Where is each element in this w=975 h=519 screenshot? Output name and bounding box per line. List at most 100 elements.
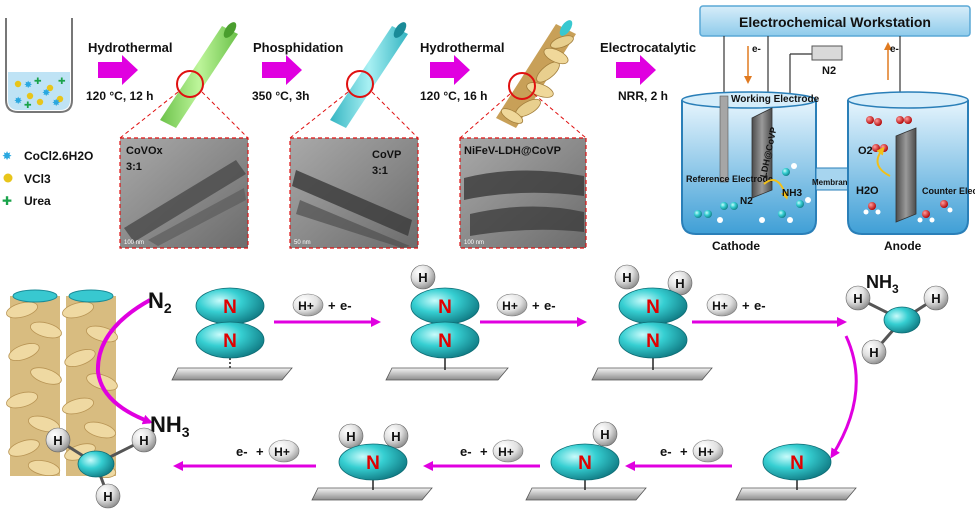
stage7-h1: H bbox=[338, 423, 364, 449]
n-atom-label: N bbox=[438, 331, 452, 352]
reference-electrode-label: Reference Electrode bbox=[686, 174, 773, 184]
released-nh3-h0: H bbox=[845, 285, 871, 311]
nh3-product: NH3 bbox=[150, 412, 190, 440]
counter-electrode-label: Counter Electrode bbox=[922, 186, 975, 196]
h-atom-label: H bbox=[346, 429, 355, 444]
hplus-label: H+ bbox=[498, 445, 514, 459]
reaction-6-electron: e- bbox=[236, 444, 248, 459]
reaction-5-hplus: H+ bbox=[492, 439, 524, 463]
ldh-covp-nanowire bbox=[496, 20, 576, 128]
working-electrode-label: Working Electrode bbox=[731, 94, 820, 105]
legend-urea: Urea bbox=[24, 194, 51, 208]
final-nh3-h2: H bbox=[95, 483, 121, 509]
tem-scale-covp: 50 nm bbox=[294, 240, 311, 246]
n-atom-label: N bbox=[646, 297, 660, 318]
reaction-5-plus: + bbox=[480, 444, 488, 459]
plate-3 bbox=[591, 367, 713, 381]
legend-cocl2: CoCl2.6H2O bbox=[24, 149, 93, 163]
precursor-legend: ✸ CoCl2.6H2O VCl3 ✚ Urea bbox=[2, 149, 93, 208]
stage6-n: N bbox=[550, 443, 620, 481]
reaction-3-electron: e- bbox=[754, 298, 766, 313]
reaction-2-electron: e- bbox=[544, 298, 556, 313]
stage1-n-bottom: N bbox=[195, 321, 265, 359]
cathode-label: Cathode bbox=[712, 239, 760, 253]
tem-label-covox: CoVOx bbox=[126, 145, 164, 157]
final-nh3 bbox=[77, 450, 115, 478]
cathode-beaker: Working Electrode LDH@CoVP Reference Ele… bbox=[681, 91, 820, 235]
zoom-lines bbox=[119, 91, 587, 139]
step2-name: Phosphidation bbox=[253, 40, 343, 55]
step2-arrow bbox=[262, 55, 302, 85]
n2-inlet-label: N2 bbox=[822, 65, 836, 77]
plate-4 bbox=[735, 487, 857, 501]
svg-text:✚: ✚ bbox=[58, 76, 66, 86]
n-atom-label: N bbox=[646, 331, 660, 352]
plate-6 bbox=[311, 487, 433, 501]
reaction-4-plus: + bbox=[680, 444, 688, 459]
h-atom-label: H bbox=[53, 433, 62, 448]
h-atom-label: H bbox=[139, 433, 148, 448]
svg-text:✚: ✚ bbox=[24, 100, 32, 110]
electron-anode-label: e- bbox=[890, 44, 899, 55]
membrane-label: Membrane bbox=[812, 178, 853, 187]
step4-arrow bbox=[616, 55, 656, 85]
vcl3-icon bbox=[3, 173, 13, 183]
mechanism-reactions: H++e-H++e-H++e-e-+H+e-+H+e-+H+ bbox=[236, 293, 766, 463]
stage2-h: H bbox=[410, 264, 436, 290]
step1-arrow bbox=[98, 55, 138, 85]
covox-nanowire bbox=[160, 22, 238, 128]
plate-5 bbox=[525, 487, 647, 501]
stage5-n: N bbox=[762, 443, 832, 481]
step1-name: Hydrothermal bbox=[88, 40, 173, 55]
reaction-3-plus: + bbox=[742, 298, 750, 313]
released-nh3-h1: H bbox=[923, 285, 949, 311]
h-atom-label: H bbox=[600, 427, 609, 442]
stage6-h: H bbox=[592, 421, 618, 447]
n2-reactant: N2 bbox=[148, 288, 172, 316]
legend-vcl3: VCl3 bbox=[24, 172, 51, 186]
workstation-label: Electrochemical Workstation bbox=[739, 14, 931, 30]
tem-image-covox: CoVOx 3:1 100 nm bbox=[119, 137, 249, 249]
hplus-label: H+ bbox=[712, 299, 728, 313]
plate-1 bbox=[171, 367, 293, 381]
reaction-2-hplus: H+ bbox=[496, 293, 528, 317]
reaction-4-hplus: H+ bbox=[692, 439, 724, 463]
covp-nanowire bbox=[330, 22, 408, 128]
anode-beaker: O2 H2O Counter Electrode bbox=[847, 91, 975, 235]
tem-label-covp: CoVP bbox=[372, 149, 401, 161]
step2-condition: 350 °C, 3h bbox=[252, 89, 310, 103]
hplus-label: H+ bbox=[502, 299, 518, 313]
step-arrow-4 bbox=[830, 335, 858, 459]
stage7-n: N bbox=[338, 443, 408, 481]
svg-text:✸: ✸ bbox=[42, 88, 50, 99]
tem-scale-ldh: 100 nm bbox=[464, 240, 484, 246]
reaction-1-plus: + bbox=[328, 298, 336, 313]
h-atom-label: H bbox=[869, 345, 878, 360]
n-atom-label: N bbox=[438, 297, 452, 318]
tem-label-ldh: NiFeV-LDH@CoVP bbox=[464, 145, 561, 157]
hplus-label: H+ bbox=[698, 445, 714, 459]
hplus-label: H+ bbox=[274, 445, 290, 459]
electrochemical-cell: Electrochemical Workstation N2 e- e- Wor… bbox=[681, 5, 975, 253]
released-nh3-h2: H bbox=[861, 339, 887, 365]
overall-arrow bbox=[95, 298, 153, 425]
reaction-4-electron: e- bbox=[660, 444, 672, 459]
step4-name: Electrocatalytic bbox=[600, 40, 696, 55]
stage3-h1: H bbox=[614, 264, 640, 290]
reaction-3-hplus: H+ bbox=[706, 293, 738, 317]
stage2-n-bottom: N bbox=[410, 321, 480, 359]
n-atom-label: N bbox=[578, 453, 592, 474]
step4-condition: NRR, 2 h bbox=[618, 89, 668, 103]
svg-text:✚: ✚ bbox=[34, 76, 42, 86]
n-atom-label: N bbox=[223, 331, 237, 352]
n2-bubble-label: N2 bbox=[740, 196, 753, 207]
step3-name: Hydrothermal bbox=[420, 40, 505, 55]
svg-text:✸: ✸ bbox=[14, 96, 22, 107]
nh3-top-label: NH3 bbox=[866, 272, 899, 296]
tem-scale-covox: 100 nm bbox=[124, 240, 144, 246]
urea-icon: ✚ bbox=[2, 194, 12, 208]
n-atom-label: N bbox=[790, 453, 804, 474]
step3-arrow bbox=[430, 55, 470, 85]
tem-image-covp: CoVP 3:1 50 nm bbox=[289, 137, 419, 249]
